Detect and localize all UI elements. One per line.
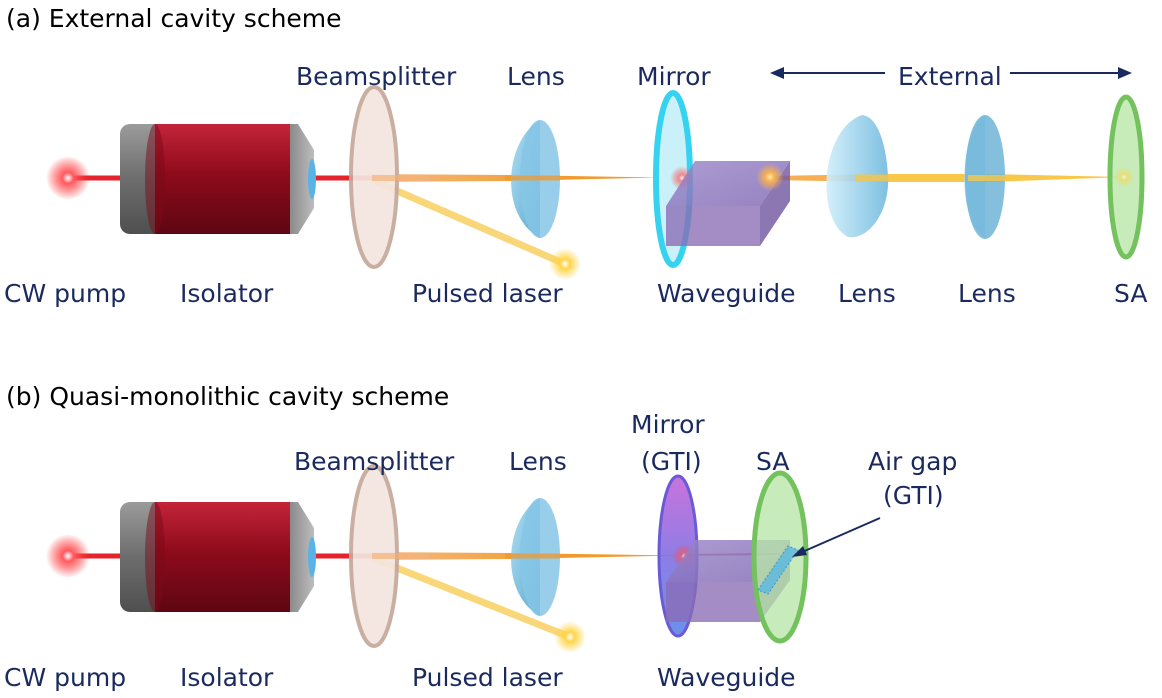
- label-a-lens3: Lens: [958, 279, 1016, 308]
- label-b-sa: SA: [756, 447, 789, 476]
- lens-a2: [826, 115, 890, 238]
- external-arrow: [770, 67, 1132, 79]
- pulsed-laser-output-a: [549, 248, 581, 280]
- label-a-isolator: Isolator: [180, 279, 274, 308]
- label-a-sa: SA: [1114, 279, 1147, 308]
- label-a-external: External: [898, 62, 1002, 91]
- lens-a3: [964, 115, 1005, 239]
- label-a-lens2: Lens: [838, 279, 896, 308]
- label-b-lens: Lens: [509, 447, 567, 476]
- label-b-pulsed-laser: Pulsed laser: [412, 663, 563, 692]
- air-gap-arrow: [792, 517, 881, 557]
- label-a-waveguide: Waveguide: [657, 279, 796, 308]
- label-b-cw-pump: CW pump: [4, 663, 126, 692]
- isolator-a: [120, 124, 316, 234]
- label-b-beamsplitter: Beamsplitter: [294, 447, 455, 476]
- cw-pump-source-b: [46, 534, 90, 578]
- air-gap-gti: [757, 545, 799, 595]
- lens-a1: [505, 120, 560, 238]
- label-b-air-gap-line2: (GTI): [883, 481, 944, 510]
- label-b-mirror-line1: Mirror: [631, 410, 705, 439]
- saturable-absorber-b: [751, 470, 809, 644]
- label-a-mirror: Mirror: [637, 62, 711, 91]
- panel-a-title: (a) External cavity scheme: [6, 4, 342, 33]
- isolator-b: [120, 502, 316, 612]
- cw-pump-source-a: [46, 156, 90, 200]
- label-b-mirror-line2: (GTI): [641, 447, 702, 476]
- label-a-lens: Lens: [507, 62, 565, 91]
- pulsed-laser-output-b: [554, 621, 586, 653]
- label-b-waveguide: Waveguide: [657, 663, 796, 692]
- label-a-pulsed-laser: Pulsed laser: [412, 279, 563, 308]
- label-b-isolator: Isolator: [180, 663, 274, 692]
- label-a-beamsplitter: Beamsplitter: [296, 62, 457, 91]
- panel-b-title: (b) Quasi-monolithic cavity scheme: [6, 382, 449, 411]
- label-b-air-gap-line1: Air gap: [868, 447, 957, 476]
- lens-b: [505, 498, 560, 616]
- label-a-cw-pump: CW pump: [4, 279, 126, 308]
